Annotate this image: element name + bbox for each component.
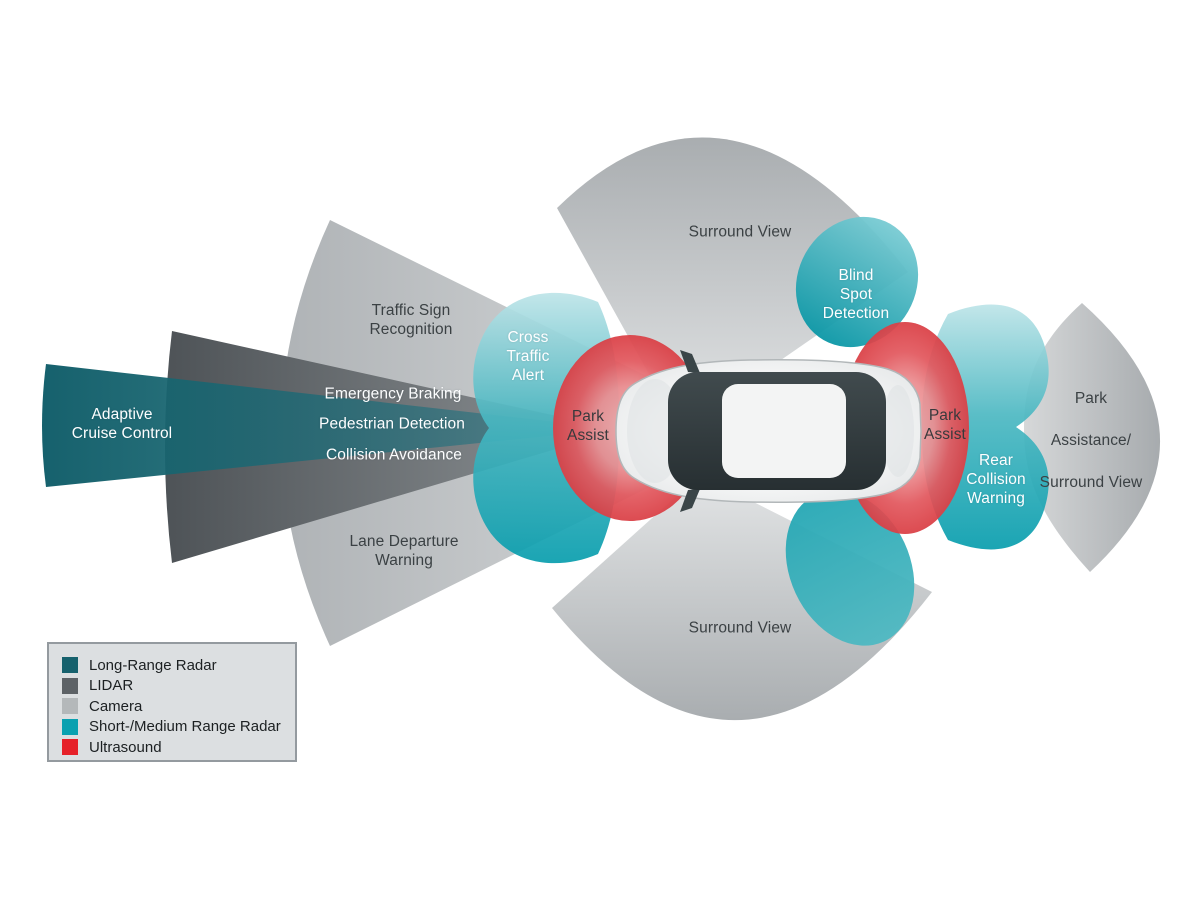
surround-view-bottom-label: Surround View bbox=[688, 619, 792, 637]
park-assist-front-label: Park Assist bbox=[567, 407, 609, 444]
blind-spot-radar-top bbox=[795, 216, 919, 348]
blind-spot-radar-bottom bbox=[785, 490, 915, 646]
short-medium-range-radar-swatch bbox=[62, 718, 78, 735]
pedestrian-detection-label: Pedestrian Detection bbox=[319, 415, 465, 433]
car-roof bbox=[722, 384, 846, 478]
long-range-radar-wedge bbox=[42, 364, 618, 487]
long-range-radar-label: Long-Range Radar bbox=[89, 656, 217, 674]
camera-fan-bottom bbox=[552, 475, 932, 721]
traffic-sign-recognition-label: Traffic Sign Recognition bbox=[369, 301, 453, 338]
blind-spot-detection-label: Blind Spot Detection bbox=[822, 267, 890, 323]
cross-traffic-alert-label: Cross Traffic Alert bbox=[506, 329, 550, 385]
legend-item-long-range-radar: Long-Range Radar bbox=[62, 655, 295, 676]
legend-item-lidar: LIDAR bbox=[62, 676, 295, 697]
legend-item-ultrasound: Ultrasound bbox=[62, 737, 295, 758]
ultrasound-label: Ultrasound bbox=[89, 738, 162, 756]
ultrasound-swatch bbox=[62, 739, 78, 756]
car-trunk-shading bbox=[882, 385, 914, 477]
lidar-label: LIDAR bbox=[89, 677, 134, 695]
car-mirror-bottom bbox=[680, 489, 700, 512]
legend-item-camera: Camera bbox=[62, 696, 295, 717]
collision-avoidance-label: Collision Avoidance bbox=[325, 446, 463, 464]
park-assistance-surround-view-label: Park Assistance/ Surround View bbox=[1039, 390, 1143, 491]
camera-label: Camera bbox=[89, 697, 143, 715]
camera-swatch bbox=[62, 698, 78, 715]
rear-collision-warning-label: Rear Collision Warning bbox=[966, 452, 1026, 508]
adaptive-cruise-control-label: Adaptive Cruise Control bbox=[71, 405, 173, 442]
park-assist-rear-label: Park Assist bbox=[924, 406, 966, 443]
emergency-braking-label: Emergency Braking bbox=[324, 385, 462, 403]
car-top-view bbox=[615, 350, 922, 512]
surround-view-top-label: Surround View bbox=[688, 223, 792, 241]
car-mirror-top bbox=[680, 350, 700, 373]
lidar-swatch bbox=[62, 677, 78, 694]
legend-item-short-medium-range-radar: Short-/Medium Range Radar bbox=[62, 717, 295, 738]
lane-departure-warning-label: Lane Departure Warning bbox=[349, 532, 459, 569]
short-medium-range-radar-label: Short-/Medium Range Radar bbox=[89, 718, 281, 736]
long-range-radar-swatch bbox=[62, 657, 78, 674]
camera-fan-rear bbox=[1024, 303, 1161, 572]
